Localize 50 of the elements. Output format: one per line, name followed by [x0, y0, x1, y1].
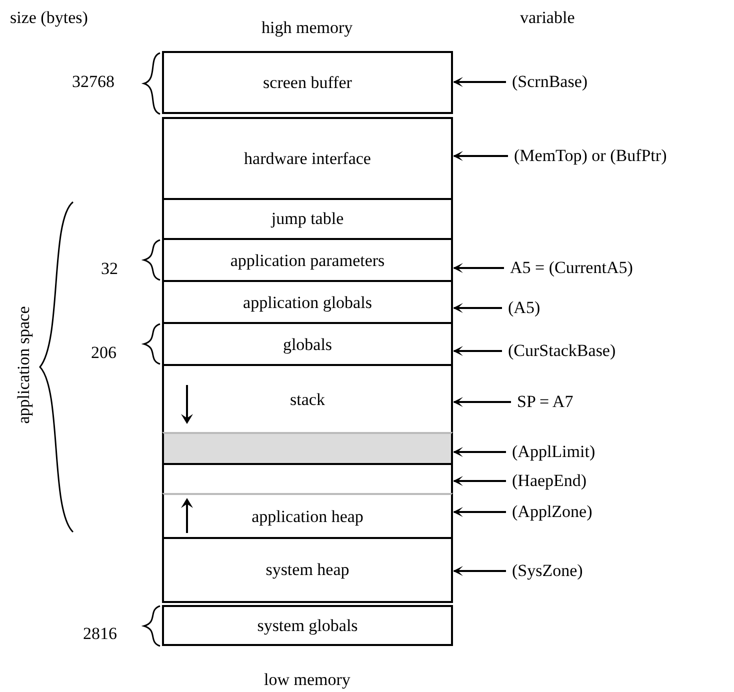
arrow [453, 77, 506, 87]
arrow [453, 566, 506, 576]
axis-heading: size (bytes) [10, 8, 88, 28]
memory-end-label: low memory [264, 670, 350, 690]
variable-name: A5 = (CurrentA5) [510, 258, 633, 278]
variable-name: (ApplLimit) [512, 442, 596, 462]
memory-block [162, 605, 453, 646]
arrow [453, 263, 504, 273]
axis-heading: variable [520, 8, 575, 28]
arrow [453, 507, 506, 517]
memory-end-label: high memory [262, 18, 353, 38]
region-label: application space [14, 306, 34, 424]
memory-block [162, 198, 453, 238]
size-value: 206 [91, 343, 116, 363]
variable-name: (CurStackBase) [508, 341, 616, 361]
arrow [453, 151, 508, 161]
block-label: screen buffer [263, 72, 352, 92]
block-label: stack [290, 390, 325, 410]
block-label: application heap [252, 506, 364, 526]
arrow [453, 476, 506, 486]
memory-block [162, 280, 453, 323]
block-label: globals [282, 334, 332, 354]
memory-block [162, 238, 453, 281]
free-memory-block [162, 432, 453, 464]
variable-name: (HaepEnd) [512, 471, 587, 491]
variable-name: (ScrnBase) [512, 72, 588, 92]
block-label: hardware interface [244, 148, 371, 168]
block-label: system globals [257, 616, 358, 636]
block-label: jump table [271, 209, 344, 229]
memory-block [162, 493, 453, 538]
size-value: 32768 [72, 72, 114, 92]
memory-block [162, 117, 453, 198]
variable-name: (SysZone) [512, 561, 583, 581]
block-label: system heap [266, 560, 350, 580]
arrow [453, 346, 502, 356]
arrow [453, 303, 502, 313]
block-label: application parameters [230, 250, 385, 270]
variable-name: (A5) [508, 298, 540, 318]
memory-block [162, 537, 453, 603]
size-value: 2816 [83, 624, 117, 644]
memory-block [162, 322, 453, 365]
memory-block [162, 51, 453, 114]
size-value: 32 [101, 259, 118, 279]
block-label: application globals [243, 292, 372, 312]
arrow [453, 447, 506, 457]
memory-block [162, 463, 453, 494]
arrow [453, 397, 511, 407]
variable-name: SP = A7 [517, 392, 574, 412]
variable-name: (ApplZone) [512, 502, 592, 522]
variable-name: (MemTop) or (BufPtr) [514, 146, 667, 166]
